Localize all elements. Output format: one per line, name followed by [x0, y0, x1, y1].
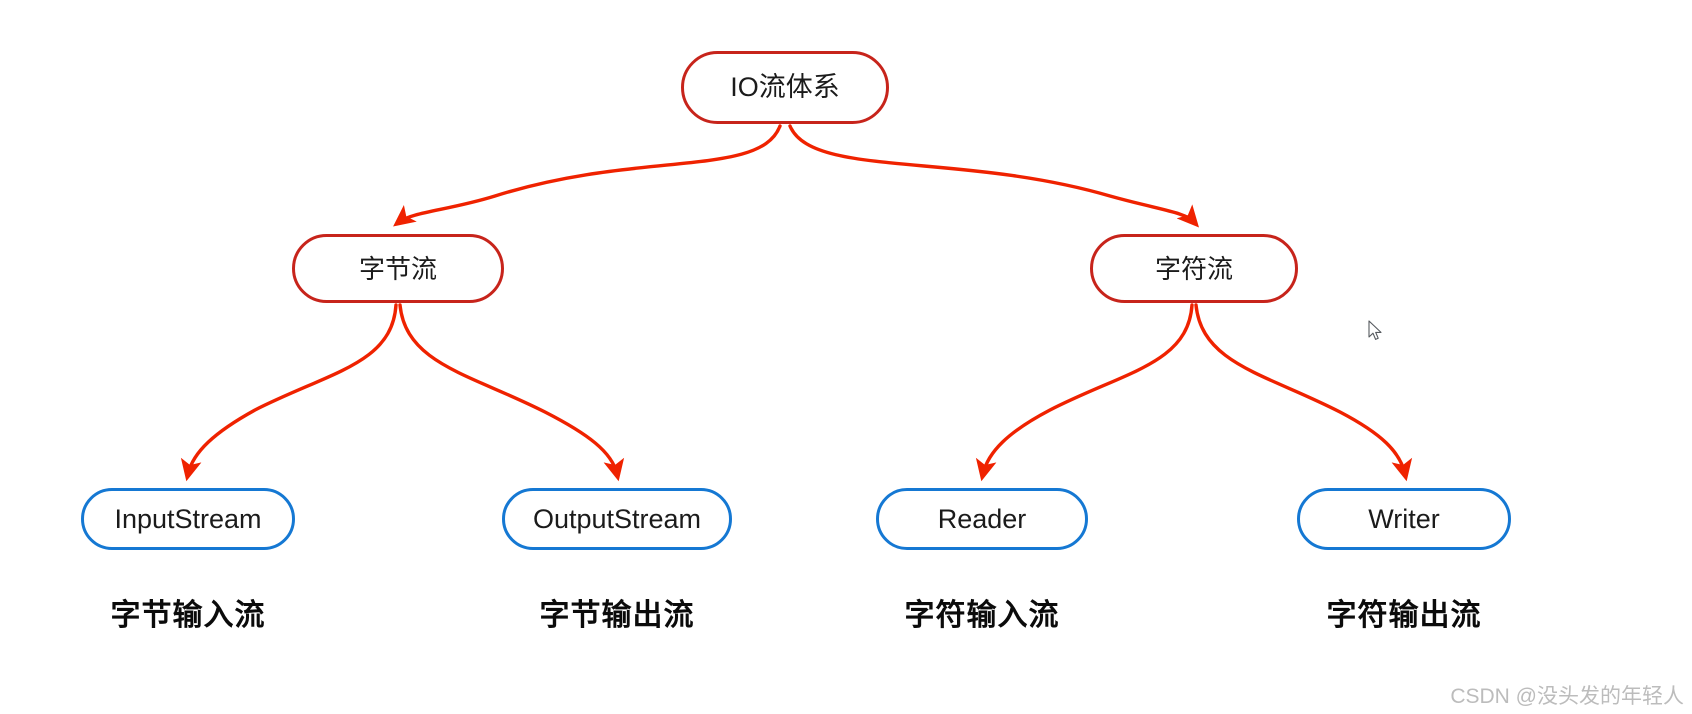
node-label: 字符流	[1154, 253, 1233, 284]
node-label: Writer	[1368, 503, 1440, 534]
node-character-stream[interactable]: 字符流	[1090, 234, 1298, 303]
edge-root-to-byte-stream	[393, 124, 782, 227]
edge-root-to-char-stream	[788, 124, 1200, 228]
edge-byte-stream-to-inputstream	[180, 303, 398, 482]
node-label: Reader	[937, 503, 1027, 534]
csdn-watermark: CSDN @没头发的年轻人	[1450, 685, 1684, 708]
node-reader[interactable]: Reader	[876, 488, 1088, 550]
caption-outputstream: 字节输出流	[539, 599, 695, 632]
mouse-cursor-icon	[1368, 320, 1382, 340]
node-label: 字节流	[358, 253, 437, 284]
node-label: InputStream	[114, 503, 262, 534]
node-outputstream[interactable]: OutputStream	[502, 488, 732, 550]
caption-inputstream: 字节输入流	[110, 599, 266, 632]
edge-char-stream-to-reader	[975, 303, 1194, 482]
node-byte-stream[interactable]: 字节流	[292, 234, 504, 303]
node-io-stream-system[interactable]: IO流体系	[681, 51, 889, 124]
node-writer[interactable]: Writer	[1297, 488, 1511, 550]
caption-writer: 字符输出流	[1326, 599, 1482, 632]
node-label: IO流体系	[730, 72, 840, 102]
node-label: OutputStream	[532, 503, 702, 534]
edge-byte-stream-to-outputstream	[398, 303, 625, 482]
caption-reader: 字符输入流	[904, 599, 1060, 632]
node-inputstream[interactable]: InputStream	[81, 488, 295, 550]
